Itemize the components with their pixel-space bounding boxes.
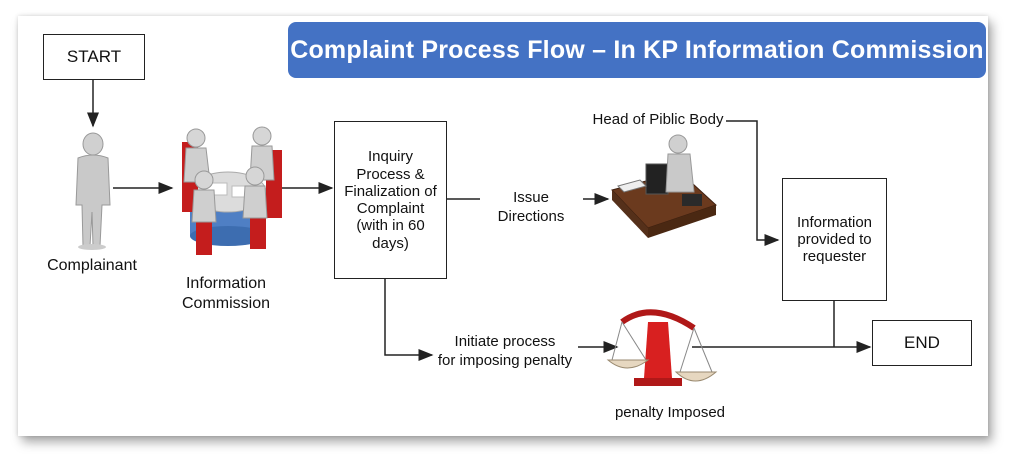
complainant-label: Complainant [47, 257, 137, 274]
head-of-public-body-label: Head of Piblic Body [592, 111, 724, 128]
commission-label: Information Commission [181, 275, 270, 312]
end-node: END [872, 320, 972, 366]
start-node: START [43, 34, 145, 80]
arrow-head-to-info [726, 120, 780, 246]
diagram-title: Complaint Process Flow – In KP Informati… [288, 22, 986, 78]
complainant-person-icon [75, 132, 111, 250]
end-label: END [904, 333, 940, 353]
scales-of-justice-icon [606, 309, 718, 386]
commission-meeting-icon [182, 126, 282, 255]
start-label: START [66, 47, 122, 67]
info-provided-label: Information provided to requester [796, 213, 873, 266]
penalty-imposed-label: penalty Imposed [614, 404, 726, 421]
initiate-penalty-label: Initiate process for imposing penalty [437, 333, 573, 369]
issue-directions-label: Issue Directions [497, 189, 565, 225]
info-provided-node: Information provided to requester [782, 178, 887, 301]
inquiry-node: Inquiry Process & Finalization of Compla… [334, 121, 447, 279]
inquiry-label: Inquiry Process & Finalization of Compla… [344, 148, 437, 252]
arrow-inquiry-to-penalty [384, 278, 434, 361]
head-at-desk-icon [611, 134, 717, 238]
